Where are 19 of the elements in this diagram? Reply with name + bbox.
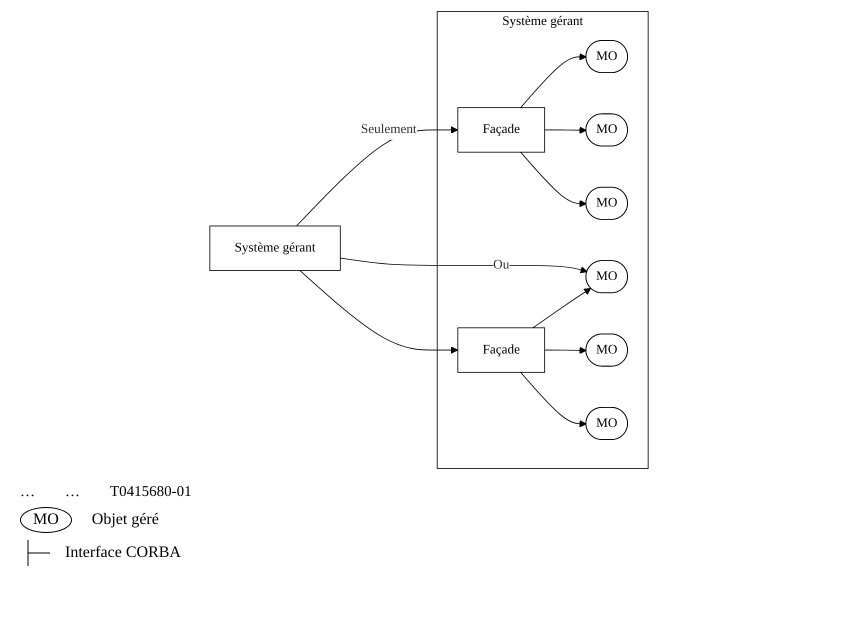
node-box: Façade [457,107,546,153]
arrow [544,346,587,354]
arrow [544,126,587,134]
legend-text: Objet géré [92,511,159,529]
arrow [520,53,587,108]
ellipsis-mark: … [65,484,80,501]
arrow [532,288,592,328]
arrow [300,270,458,354]
legend-oval-symbol: MO [20,507,72,533]
node-box: Façade [457,327,546,373]
arrow [520,372,587,428]
legend-text: Interface CORBA [65,544,181,562]
arrow [340,258,588,274]
edge-label: Ou [493,258,510,272]
edge-label: Seulement [360,122,417,137]
figure-code: T0415680-01 [110,484,192,501]
arrow [520,152,587,208]
ellipsis-mark: … [20,484,35,501]
node-box: Système gérant [209,226,341,271]
